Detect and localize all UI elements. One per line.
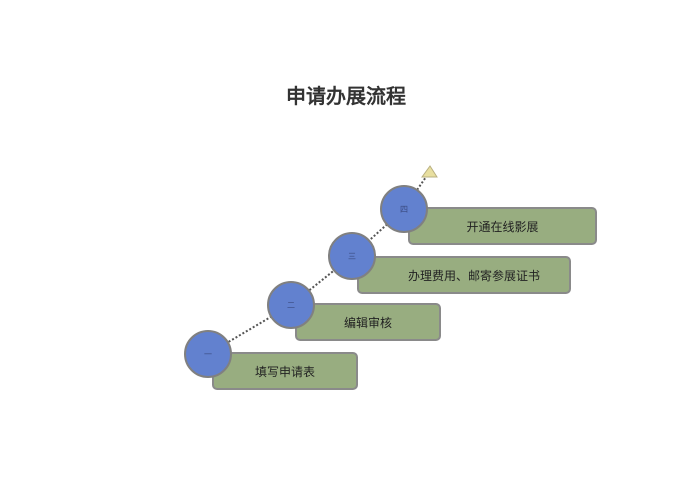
diagram-title: 申请办展流程 [286,84,406,108]
step-number: 三 [348,251,356,261]
step-circle-1: 一 [184,330,232,378]
step-circle-2: 二 [267,281,315,329]
step-label: 开通在线影展 [466,219,539,234]
step-box-1: 填写申请表 [212,352,358,390]
step-box-4: 开通在线影展 [408,207,597,245]
step-number: 一 [204,349,212,359]
step-box-2: 编辑审核 [295,303,441,341]
step-label: 办理费用、邮寄参展证书 [407,268,540,283]
step-number: 四 [400,204,408,214]
arrow-head-icon [421,165,438,178]
step-label: 填写申请表 [254,364,315,379]
step-number: 二 [287,300,295,310]
step-circle-4: 四 [380,185,428,233]
step-circle-3: 三 [328,232,376,280]
step-label: 编辑审核 [343,315,392,330]
step-box-3: 办理费用、邮寄参展证书 [357,256,571,294]
